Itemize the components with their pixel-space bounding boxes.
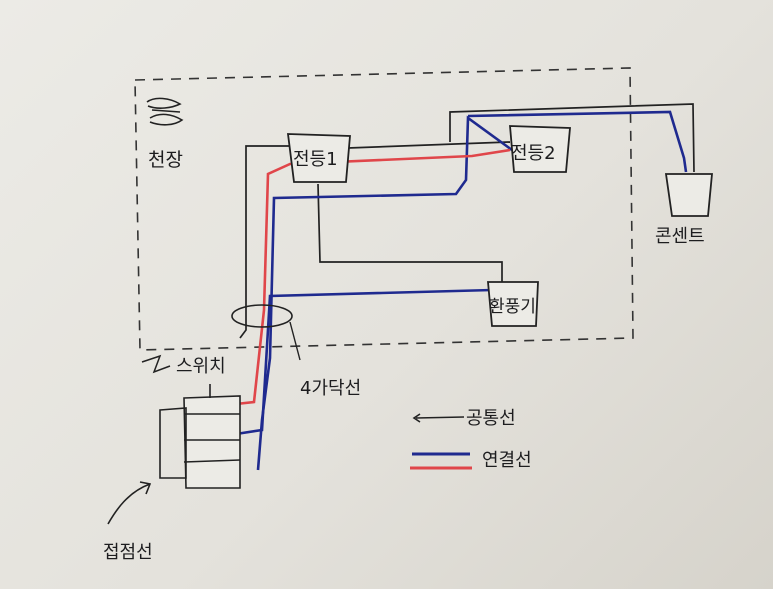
legend-common-label: 공통선: [466, 408, 516, 429]
red-wire: [235, 148, 511, 406]
contact-wire-arrow: [107, 481, 152, 525]
fan-box: 환풍기: [487, 281, 539, 327]
cable-bundle-leader: [289, 321, 301, 361]
switch-box: [159, 384, 241, 489]
fan-label: 환풍기: [489, 297, 536, 317]
four-core-cable-label: 4가닥선: [300, 378, 361, 399]
switch-scribble: [141, 354, 171, 374]
cable-bundle-ellipse: [231, 304, 293, 328]
lamp2-label: 전등2: [511, 143, 556, 164]
legend: 공통선 연결선: [410, 408, 532, 471]
blue-wire-fan: [235, 288, 501, 436]
lamp1-box: 전등1: [286, 133, 351, 183]
outlet-box: [664, 173, 713, 217]
common-wire-lamp1-to-fan: [317, 183, 503, 284]
scribble-mark: [146, 97, 184, 126]
blue-wire-outlet: [467, 110, 688, 173]
common-wire-lamp1-to-lamp2: [347, 141, 511, 149]
common-wires: [239, 103, 695, 339]
legend-connection-label: 연결선: [482, 450, 532, 471]
ceiling-boundary: [134, 67, 634, 351]
contact-wire-label: 접점선: [103, 542, 153, 563]
ceiling-label: 천장: [148, 149, 183, 171]
outlet-label: 콘센트: [655, 226, 705, 247]
common-wire-main: [239, 145, 290, 339]
lamp1-label: 전등1: [293, 149, 338, 170]
legend-common-line: [415, 416, 465, 419]
switch-label: 스위치: [176, 356, 226, 377]
legend-common-arrowhead: [412, 413, 421, 423]
lamp2-box: 전등2: [509, 125, 571, 173]
common-wire-to-outlet: [449, 103, 695, 173]
